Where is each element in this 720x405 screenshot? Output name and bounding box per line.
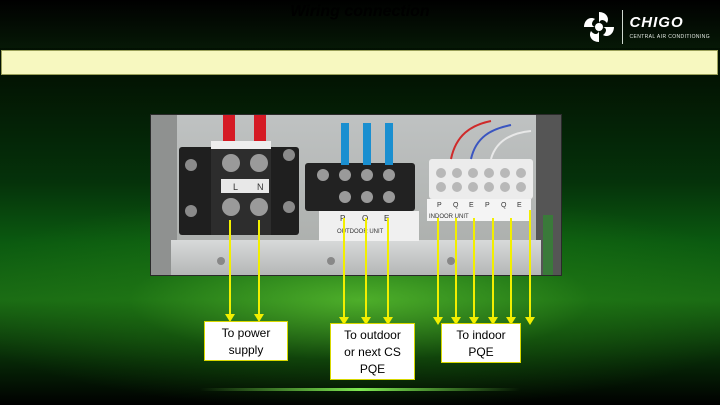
indoor-terminal-block: P Q E P Q E INDOOR UNIT [427,120,533,221]
svg-text:N: N [257,182,264,192]
svg-text:E: E [469,202,474,209]
label-outdoor-text: To outdoor or next CS PQE [344,328,401,376]
svg-text:E: E [517,202,522,209]
brand-text: CHIGO CENTRAL AIR CONDITIONING [629,15,710,40]
svg-text:P: P [437,202,442,209]
svg-text:OUTDOOR UNIT: OUTDOOR UNIT [337,229,384,235]
chigo-swirl-logo-icon [584,12,615,42]
bottom-glow-line [200,388,520,391]
top-bar: CHIGO CENTRAL AIR CONDITIONING [0,0,720,48]
label-power-supply: To power supply [204,321,288,361]
label-outdoor: To outdoor or next CS PQE [330,323,415,380]
svg-text:E: E [384,214,389,223]
brand-logo: CHIGO CENTRAL AIR CONDITIONING [582,8,710,46]
power-terminal-block: L N [179,115,299,235]
svg-text:P: P [485,202,490,209]
slide-title: Wiring connection [290,3,430,20]
svg-text:Q: Q [501,202,507,209]
label-indoor: To indoor PQE [441,323,521,363]
svg-text:Q: Q [453,202,459,209]
brand-name: CHIGO [629,13,684,31]
label-indoor-text: To indoor PQE [456,328,506,359]
outdoor-terminal-block: P Q E OUTDOOR UNIT [305,123,419,241]
title-bar [1,50,718,75]
terminal-block-photo: L N P Q [150,114,562,276]
brand-tagline: CENTRAL AIR CONDITIONING [629,33,710,40]
label-power-text: To power supply [221,326,271,357]
svg-text:L: L [233,182,238,192]
logo-divider [622,10,624,44]
svg-text:INDOOR UNIT: INDOOR UNIT [429,214,469,220]
svg-text:P: P [340,214,345,223]
